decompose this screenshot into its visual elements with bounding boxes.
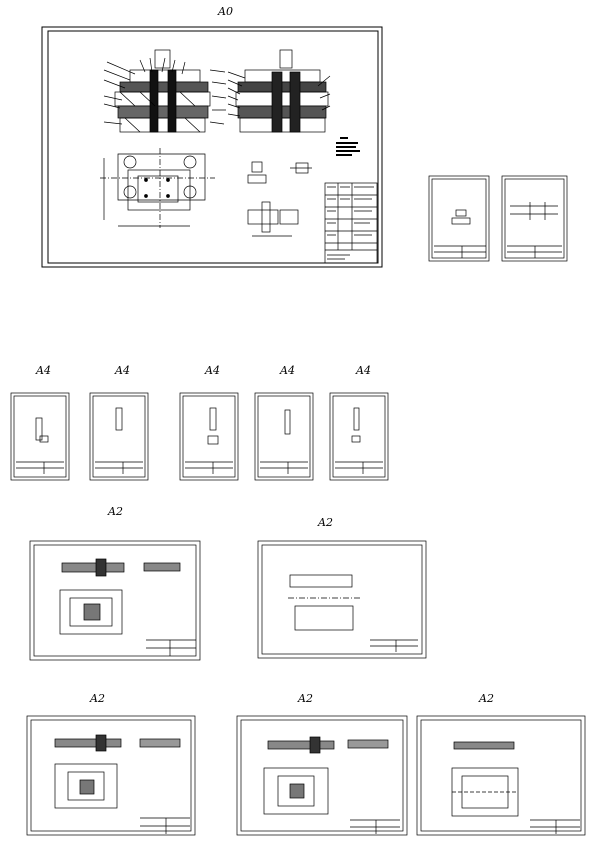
die-assembly-front-view (103, 49, 227, 133)
sheet-label-a4-2: A4 (115, 364, 130, 377)
sheet-label-a4-1: A4 (36, 364, 51, 377)
sheet-small-2 (501, 175, 568, 262)
sheet-a2-5 (416, 715, 586, 836)
sheet-label-a4-4: A4 (280, 364, 295, 377)
sheet-a2-4 (236, 715, 408, 836)
sheet-label-a2-4: A2 (298, 692, 313, 705)
title-block-a0 (324, 182, 378, 264)
sheet-label-a4-3: A4 (205, 364, 220, 377)
sheet-small-1 (428, 175, 490, 262)
technical-notes (336, 137, 360, 156)
sheet-a2-3 (26, 715, 196, 836)
sheet-a4-1 (10, 392, 70, 481)
die-assembly-side-view (227, 49, 331, 133)
sheet-a2-2 (257, 540, 427, 659)
sheet-a0 (41, 26, 383, 268)
sheet-a2-1 (29, 540, 201, 661)
part-details (247, 161, 312, 237)
sheet-label-a2-2: A2 (318, 516, 333, 529)
sheet-a4-2 (89, 392, 149, 481)
sheet-a4-4 (254, 392, 314, 481)
sheet-a4-5 (329, 392, 389, 481)
sheet-label-a4-5: A4 (356, 364, 371, 377)
sheet-label-a2-3: A2 (90, 692, 105, 705)
die-plan-view (100, 148, 215, 228)
sheet-label-a0: A0 (218, 5, 233, 18)
sheet-label-a2-1: A2 (108, 505, 123, 518)
sheet-a4-3 (179, 392, 239, 481)
sheet-label-a2-5: A2 (479, 692, 494, 705)
